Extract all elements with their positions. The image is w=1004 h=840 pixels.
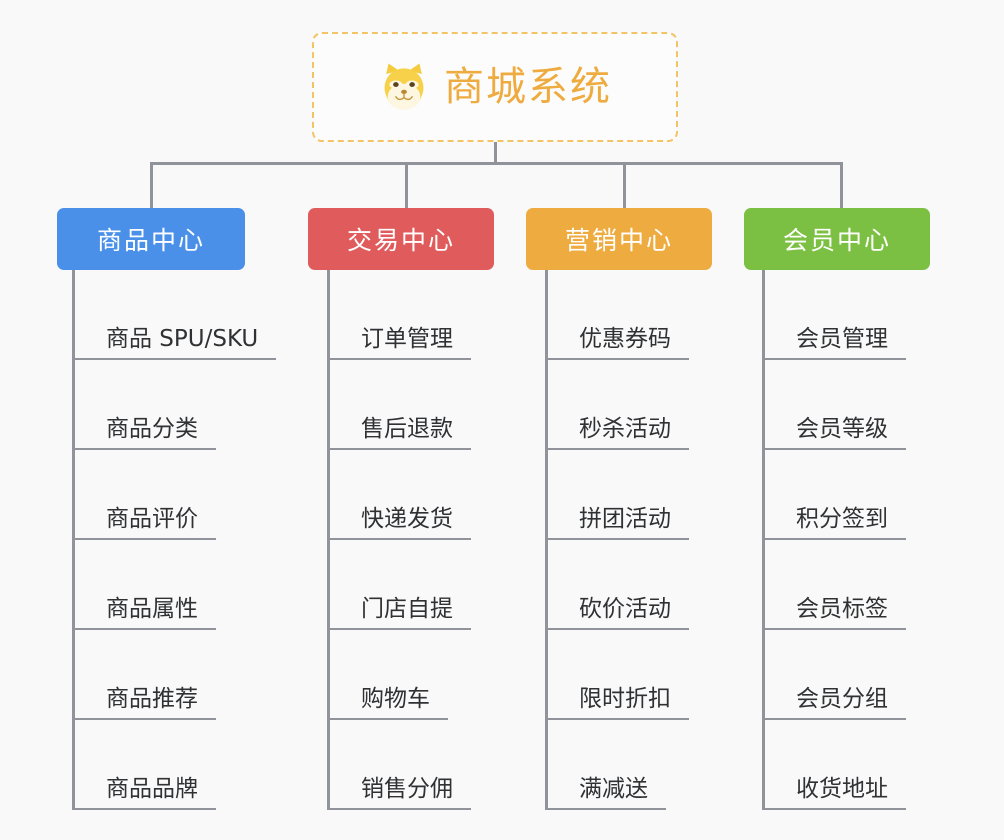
leaf-item-label: 会员等级 — [762, 416, 906, 450]
category-box-3[interactable]: 会员中心 — [744, 208, 930, 270]
leaf-column-spine — [327, 270, 330, 810]
leaf-item[interactable]: 拼团活动 — [545, 450, 689, 540]
leaf-item[interactable]: 门店自提 — [327, 540, 471, 630]
leaf-item[interactable]: 商品评价 — [72, 450, 216, 540]
connector-root-stem — [494, 142, 497, 164]
leaf-item-label: 销售分佣 — [327, 776, 471, 810]
leaf-item[interactable]: 会员等级 — [762, 360, 906, 450]
leaf-column-spine — [545, 270, 548, 810]
leaf-item-label: 购物车 — [327, 686, 448, 720]
leaf-item-label: 售后退款 — [327, 416, 471, 450]
category-box-1[interactable]: 交易中心 — [308, 208, 494, 270]
leaf-item-label: 积分签到 — [762, 506, 906, 540]
category-box-0[interactable]: 商品中心 — [57, 208, 245, 270]
category-box-label: 营销中心 — [564, 226, 673, 255]
leaf-item-label: 商品属性 — [72, 596, 216, 630]
leaf-item[interactable]: 商品推荐 — [72, 630, 216, 720]
leaf-item[interactable]: 限时折扣 — [545, 630, 689, 720]
leaf-item-label: 会员标签 — [762, 596, 906, 630]
leaf-item-label: 商品推荐 — [72, 686, 216, 720]
leaf-item[interactable]: 售后退款 — [327, 360, 471, 450]
leaf-item[interactable]: 快递发货 — [327, 450, 471, 540]
leaf-item[interactable]: 销售分佣 — [327, 720, 471, 810]
leaf-item-label: 商品品牌 — [72, 776, 216, 810]
leaf-column-spine — [72, 270, 75, 810]
leaf-item[interactable]: 秒杀活动 — [545, 360, 689, 450]
leaf-item-label: 会员分组 — [762, 686, 906, 720]
category-box-label: 交易中心 — [346, 226, 455, 255]
leaf-item-label: 满减送 — [545, 776, 666, 810]
leaf-item[interactable]: 会员标签 — [762, 540, 906, 630]
leaf-item-label: 会员管理 — [762, 326, 906, 360]
root-node-title: 商城系统 — [444, 64, 612, 110]
leaf-item[interactable]: 积分签到 — [762, 450, 906, 540]
leaf-item[interactable]: 购物车 — [327, 630, 448, 720]
category-box-2[interactable]: 营销中心 — [526, 208, 712, 270]
connector-drop-1 — [405, 162, 408, 208]
leaf-item[interactable]: 商品分类 — [72, 360, 216, 450]
leaf-column-spine — [762, 270, 765, 810]
leaf-item[interactable]: 满减送 — [545, 720, 666, 810]
leaf-item[interactable]: 收货地址 — [762, 720, 906, 810]
leaf-item[interactable]: 商品品牌 — [72, 720, 216, 810]
leaf-item[interactable]: 优惠券码 — [545, 270, 689, 360]
leaf-item-label: 拼团活动 — [545, 506, 689, 540]
connector-drop-3 — [840, 162, 843, 208]
leaf-item[interactable]: 砍价活动 — [545, 540, 689, 630]
connector-drop-2 — [623, 162, 626, 208]
shiba-dog-face-icon — [378, 61, 430, 113]
category-box-label: 商品中心 — [96, 226, 205, 255]
leaf-item[interactable]: 会员分组 — [762, 630, 906, 720]
leaf-item-label: 商品 SPU/SKU — [72, 326, 277, 360]
leaf-item-label: 订单管理 — [327, 326, 471, 360]
leaf-item-label: 收货地址 — [762, 776, 906, 810]
leaf-item-label: 砍价活动 — [545, 596, 689, 630]
category-box-label: 会员中心 — [782, 226, 891, 255]
leaf-item-label: 商品分类 — [72, 416, 216, 450]
leaf-item-label: 优惠券码 — [545, 326, 689, 360]
connector-horizontal-bus — [150, 162, 840, 165]
leaf-item-label: 商品评价 — [72, 506, 216, 540]
leaf-item-label: 门店自提 — [327, 596, 471, 630]
leaf-item[interactable]: 会员管理 — [762, 270, 906, 360]
leaf-item[interactable]: 订单管理 — [327, 270, 471, 360]
leaf-item[interactable]: 商品 SPU/SKU — [72, 270, 277, 360]
leaf-item-label: 秒杀活动 — [545, 416, 689, 450]
connector-drop-0 — [150, 162, 153, 208]
leaf-item-label: 快递发货 — [327, 506, 471, 540]
leaf-item[interactable]: 商品属性 — [72, 540, 216, 630]
root-node-shop-system[interactable]: 商城系统 — [312, 32, 678, 142]
leaf-item-label: 限时折扣 — [545, 686, 689, 720]
